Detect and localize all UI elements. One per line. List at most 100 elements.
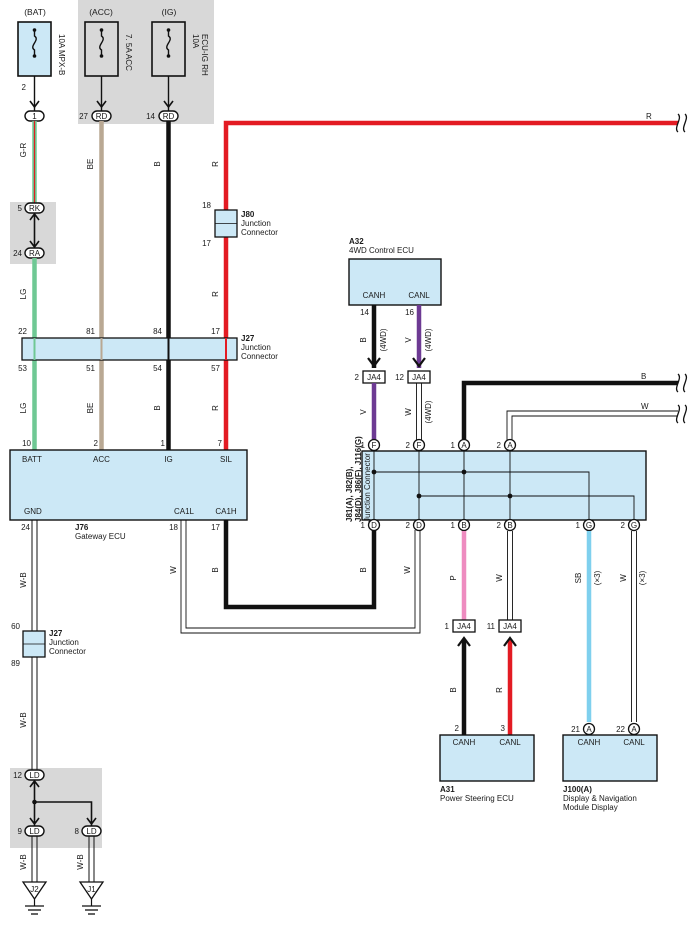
j100-name-2: Module Display [563, 803, 618, 812]
jconn-bot-g1-pin: 1 [576, 521, 581, 530]
connector-c1: 1 [24, 110, 45, 122]
wire-label-w-d2: W [403, 566, 412, 574]
wire-label-be-1: BE [86, 159, 95, 170]
j76-id: J76 [75, 523, 89, 532]
wire-w-ca1l [180, 520, 421, 634]
a32-4wd-control-ecu [348, 258, 442, 306]
wire-w-f2 [416, 383, 422, 440]
j100-pin-22-circle: A [627, 722, 641, 736]
ja4-upper-right: JA4 [407, 370, 431, 384]
jconn-bot-d1-pin: 1 [361, 521, 366, 530]
wire-label-wb-4: W-B [76, 854, 85, 869]
wire-label-b-a32: B [359, 337, 368, 342]
svg-text:F: F [417, 441, 422, 450]
wire-r-sil [223, 120, 678, 450]
jconn-bot-g1: G [582, 518, 596, 532]
ja4-lower-left-pin: 1 [445, 622, 450, 631]
jconn-bot-b2-pin: 2 [497, 521, 502, 530]
j76-label-ca1h: CA1H [215, 507, 237, 516]
wire-label-b-1: B [153, 161, 162, 166]
jconn-bot-b1: B [457, 518, 471, 532]
j27b-label-1: Junction [49, 638, 79, 647]
ig-fuse-label-1: 10A [191, 34, 200, 49]
j100-name-1: Display & Navigation [563, 794, 637, 803]
jconn-top-a1-pin: 1 [451, 441, 456, 450]
svg-text:A: A [586, 725, 592, 734]
j80-label-1: Junction [241, 219, 271, 228]
wire-label-b-d1: B [359, 567, 368, 572]
jconn-bot-g2: G [627, 518, 641, 532]
a31-label-canl: CANL [499, 738, 521, 747]
rk-pin: 5 [18, 204, 23, 213]
svg-text:JA4: JA4 [367, 373, 381, 382]
jconn-bot-b2: B [503, 518, 517, 532]
j27-pin-81: 81 [86, 327, 95, 336]
svg-text:B: B [461, 521, 466, 530]
jconn-bot-d2: D [412, 518, 426, 532]
j27b-id: J27 [49, 629, 63, 638]
svg-text:G: G [631, 521, 637, 530]
j80-pin-bottom: 17 [202, 239, 211, 248]
wire-label-r-1: R [211, 161, 220, 167]
ja4-lower-left: JA4 [452, 619, 476, 633]
jconn-top-f2: F [412, 438, 426, 452]
svg-text:JA4: JA4 [412, 373, 426, 382]
j76-name: Gateway ECU [75, 532, 126, 541]
a31-power-steering-ecu [439, 734, 535, 782]
a32-pin-14: 14 [360, 308, 369, 317]
j27-label-1: Junction [241, 343, 271, 352]
j100-label-canh: CANH [578, 738, 601, 747]
svg-text:1: 1 [32, 112, 37, 121]
wire-b-ca1h [223, 520, 377, 610]
wire-label-g-r: G-R [19, 142, 28, 157]
ground-j2 [21, 881, 48, 915]
jconn-bot-g2-pin: 2 [621, 521, 626, 530]
a31-pin-2: 2 [455, 724, 460, 733]
jconn-top-f2-pin: 2 [406, 441, 411, 450]
j27b-pin-89: 89 [11, 659, 20, 668]
j27-connector [21, 337, 238, 361]
ground-wires [31, 836, 95, 882]
junction-internal-bus [373, 451, 635, 520]
j80-pin-top: 18 [202, 201, 211, 210]
ja4-upper-left: JA4 [362, 370, 386, 384]
connector-ld-left: LD [24, 825, 45, 837]
ig-fuse-label-2: ECU-IG RH [200, 34, 209, 76]
j76-pin-2: 2 [94, 439, 99, 448]
ig-fuse [151, 21, 186, 77]
wire-label-b-ca1h: B [211, 567, 220, 572]
j27b-label-2: Connector [49, 647, 86, 656]
wire-label-wb-1: W-B [19, 572, 28, 587]
j76-pin-10: 10 [22, 439, 31, 448]
jconn-name: Junction Connector [363, 453, 372, 522]
wire-label-lg-2: LG [19, 403, 28, 414]
j27b-pin-60: 60 [11, 622, 20, 631]
wire-label-v-a32: V [404, 337, 413, 343]
ground-j1 [78, 881, 105, 915]
acc-source-label: (ACC) [89, 7, 113, 17]
a32-pin-16: 16 [405, 308, 414, 317]
wire-label-w-right: W [641, 402, 649, 411]
wire-label-4wd-2: (4WD) [424, 328, 433, 351]
j100-label-canl: CANL [623, 738, 645, 747]
connector-acc-rd: RD [91, 110, 112, 122]
svg-text:B: B [507, 521, 512, 530]
wire-label-p: P [449, 575, 458, 580]
svg-text:JA4: JA4 [457, 622, 471, 631]
wire-label-v-f1: V [359, 409, 368, 415]
svg-text:RD: RD [163, 112, 175, 121]
ja4-upper-right-pin: 12 [395, 373, 404, 382]
svg-text:G: G [586, 521, 592, 530]
svg-text:A: A [461, 441, 467, 450]
wire-label-b-a31: B [449, 687, 458, 692]
svg-text:F: F [372, 441, 377, 450]
wire-label-w-ca1l: W [169, 566, 178, 574]
a32-label-canh: CANH [363, 291, 386, 300]
wire-label-4wd-3: (4WD) [424, 400, 433, 423]
j100-pin-22: 22 [616, 725, 625, 734]
j76-pin-17: 17 [211, 523, 220, 532]
wire-label-b-2: B [153, 405, 162, 410]
wire-label-wb-2: W-B [19, 712, 28, 727]
a32-id: A32 [349, 237, 364, 246]
